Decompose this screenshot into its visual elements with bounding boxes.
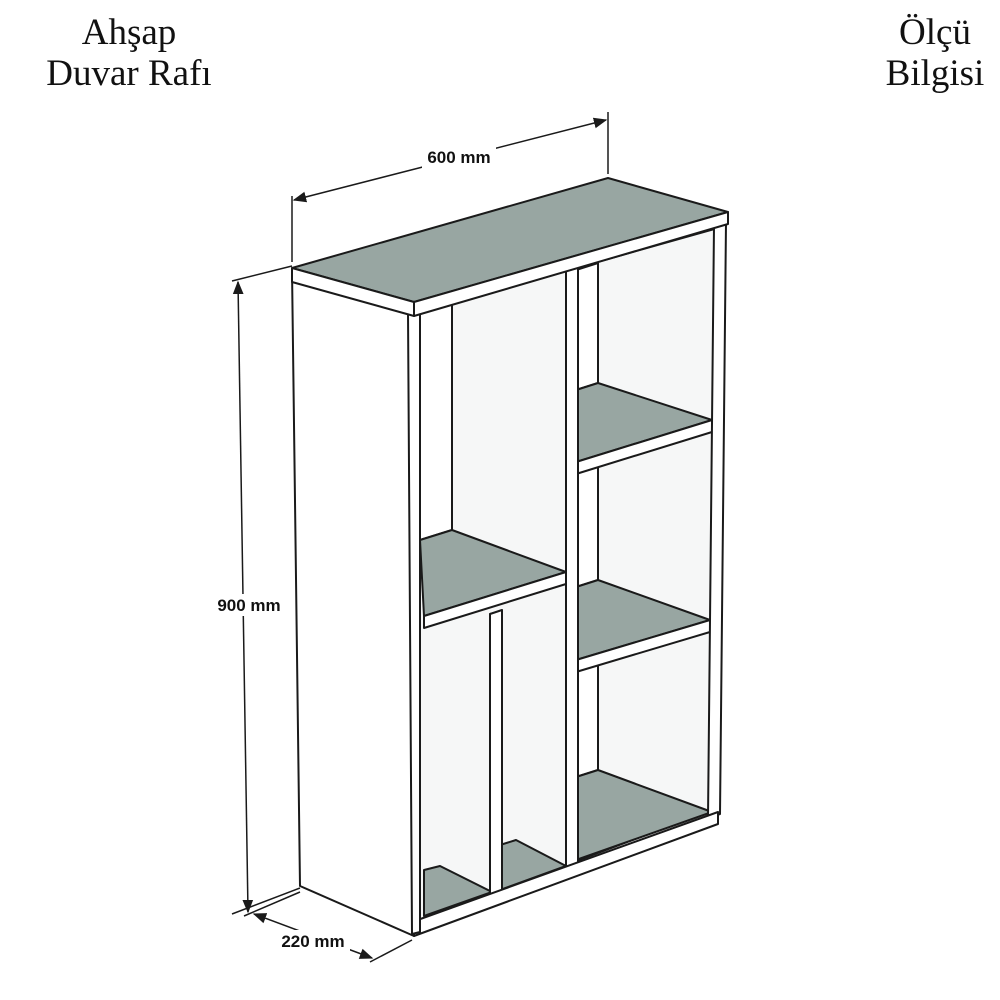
left-compartment-side-wall <box>419 301 453 541</box>
info-title-line-1: Ölçü <box>899 12 971 53</box>
product-title-line-2: Duvar Rafı <box>46 53 212 94</box>
info-title: Ölçü Bilgisi <box>860 12 1000 94</box>
width-dimension: 600 mm <box>291 112 609 262</box>
height-dimension: 900 mm <box>212 265 301 915</box>
depth-label: 220 mm <box>281 932 344 951</box>
lower-left-divider <box>489 609 503 901</box>
height-label: 900 mm <box>217 596 280 615</box>
right-compartment-side-wall-mid <box>575 462 599 588</box>
top-panel-side-edge <box>291 267 415 317</box>
left-side-panel <box>291 269 415 937</box>
depth-dimension: 220 mm <box>243 891 413 963</box>
shelf-unit <box>291 177 729 937</box>
right-compartment-side-wall-top <box>575 262 599 391</box>
right-compartment-side-wall-bottom <box>575 662 599 778</box>
info-title-line-2: Bilgisi <box>885 53 985 94</box>
center-divider <box>565 263 579 871</box>
product-title-line-1: Ahşap <box>81 12 177 53</box>
width-label: 600 mm <box>427 148 490 167</box>
product-title: Ahşap Duvar Rafı <box>14 12 244 94</box>
